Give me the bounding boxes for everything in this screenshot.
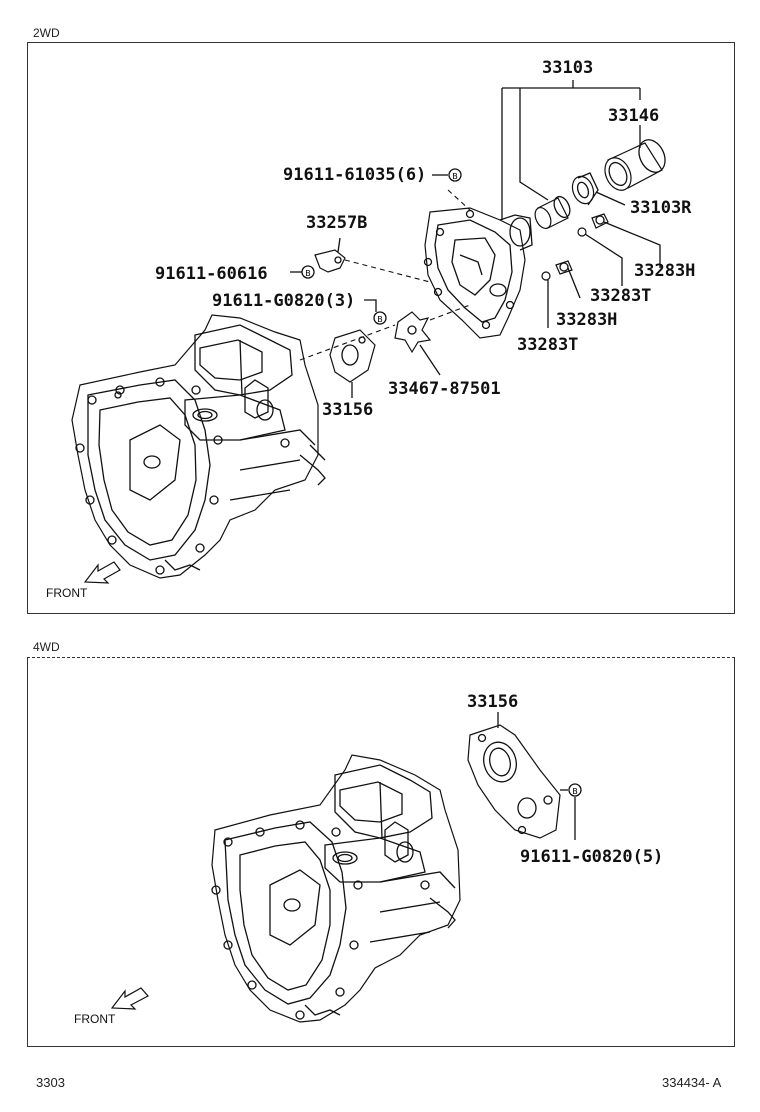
leader-lines-4wd bbox=[497, 712, 576, 840]
leader-lines-2wd bbox=[290, 80, 661, 398]
label-33156-4wd: 33156 bbox=[467, 692, 519, 712]
transmission-case-2wd bbox=[71, 314, 326, 579]
footer-page-code: 3303 bbox=[36, 1075, 65, 1090]
section-label-4wd: 4WD bbox=[33, 640, 60, 654]
svg-text:B: B bbox=[452, 172, 458, 181]
bearing-33103r bbox=[571, 172, 599, 206]
label-33467-87501: 33467-87501 bbox=[388, 379, 501, 399]
frame-4wd bbox=[27, 657, 735, 1047]
frame-2wd bbox=[27, 42, 735, 614]
svg-text:B: B bbox=[572, 787, 578, 796]
gasket-33156-4wd bbox=[467, 724, 561, 839]
label-33283h-a: 33283H bbox=[634, 261, 696, 281]
front-label-2wd: FRONT bbox=[46, 586, 88, 600]
label-33146: 33146 bbox=[608, 106, 660, 126]
front-arrow-4wd bbox=[110, 987, 149, 1010]
label-91611-60616: 91611-60616 bbox=[155, 264, 268, 284]
bolts-washers bbox=[541, 213, 609, 281]
label-33156-2wd: 33156 bbox=[322, 400, 374, 420]
front-arrow-2wd bbox=[83, 561, 121, 584]
sleeve-part bbox=[534, 195, 571, 229]
transmission-case-4wd bbox=[211, 754, 461, 1023]
section-label-2wd: 2WD bbox=[33, 26, 60, 40]
bracket-33257b bbox=[314, 249, 346, 273]
label-33283t-a: 33283T bbox=[590, 286, 652, 306]
gasket-33156-2wd bbox=[329, 329, 376, 383]
svg-text:B: B bbox=[305, 269, 311, 278]
label-91611-g0820-3: 91611-G0820(3) bbox=[212, 291, 356, 311]
front-label-4wd: FRONT bbox=[74, 1012, 116, 1026]
label-91611-g0820-5: 91611-G0820(5) bbox=[520, 847, 664, 867]
label-33283t-b: 33283T bbox=[517, 335, 579, 355]
footer-figure-code: 334434- A bbox=[662, 1075, 722, 1090]
svg-text:B: B bbox=[377, 315, 383, 324]
label-33257b: 33257B bbox=[306, 213, 368, 233]
label-33103r: 33103R bbox=[630, 198, 692, 218]
extension-housing-2wd bbox=[423, 207, 533, 339]
label-91611-61035: 91611-61035(6) bbox=[283, 165, 427, 185]
label-33283h-b: 33283H bbox=[556, 310, 618, 330]
seal-33146 bbox=[604, 139, 666, 191]
label-33103: 33103 bbox=[542, 58, 594, 78]
speedometer-gear bbox=[394, 311, 432, 354]
